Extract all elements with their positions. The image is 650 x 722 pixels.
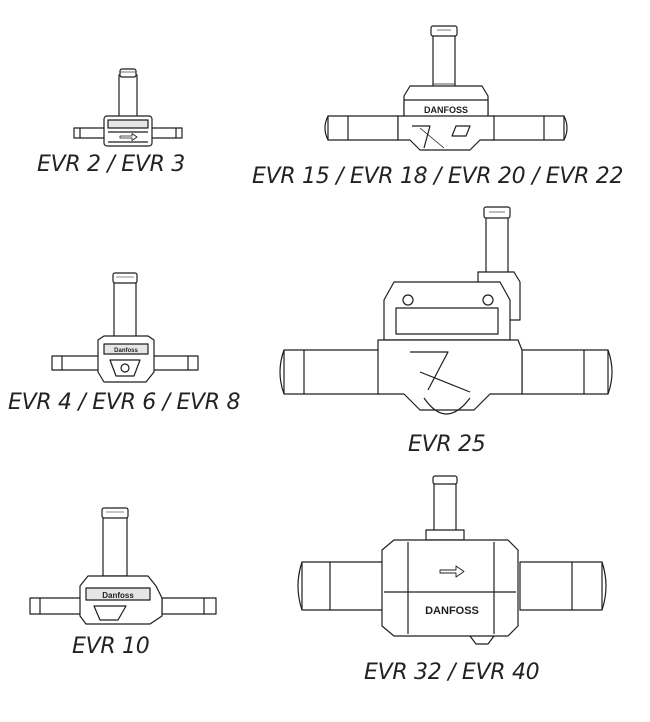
- outlet-pipe: [161, 597, 217, 615]
- flow-arrow: [439, 565, 465, 578]
- inlet-pipe: [51, 355, 103, 371]
- outlet-pipe: [519, 561, 603, 611]
- valve-label: EVR 32 / EVR 40: [364, 660, 540, 685]
- outlet-pipe: [521, 349, 609, 395]
- brand-logo: DANFOSS: [425, 605, 479, 617]
- coil-stem: [432, 33, 456, 91]
- coil-stem: [433, 479, 457, 535]
- outlet-pipe: [149, 355, 199, 371]
- outlet-pipe: [147, 127, 183, 139]
- outlet-pipe: [491, 115, 565, 141]
- valve-label: EVR 4 / EVR 6 / EVR 8: [8, 390, 241, 415]
- valve-evr-4-8: [51, 272, 199, 383]
- inlet-pipe: [301, 561, 387, 611]
- valve-body: [381, 539, 519, 637]
- inlet-pipe: [29, 597, 85, 615]
- flow-arrow: [119, 133, 138, 141]
- coil-stem: [118, 74, 138, 118]
- valve-body: [377, 339, 523, 411]
- brand-logo: DANFOSS: [424, 105, 468, 115]
- coil-stem: [102, 515, 128, 577]
- valve-label: EVR 15 / EVR 18 / EVR 20 / EVR 22: [252, 164, 624, 189]
- valve-evr-15-22: [324, 25, 568, 151]
- valve-evr-2-3: [73, 68, 183, 147]
- brand-logo: Danfoss: [114, 348, 138, 354]
- valve-evr-10: [29, 507, 217, 625]
- coil-stem: [113, 281, 137, 339]
- valve-evr-25: [279, 206, 613, 415]
- valve-label: EVR 25: [408, 432, 486, 457]
- valve-body: [397, 115, 495, 151]
- valve-evr-32-40: [297, 475, 607, 645]
- coil-stem: [485, 215, 509, 275]
- valve-label: EVR 10: [72, 634, 150, 659]
- valve-label: EVR 2 / EVR 3: [37, 152, 185, 177]
- inlet-pipe: [327, 115, 399, 141]
- brand-logo: Danfoss: [102, 591, 134, 600]
- inlet-pipe: [283, 349, 381, 395]
